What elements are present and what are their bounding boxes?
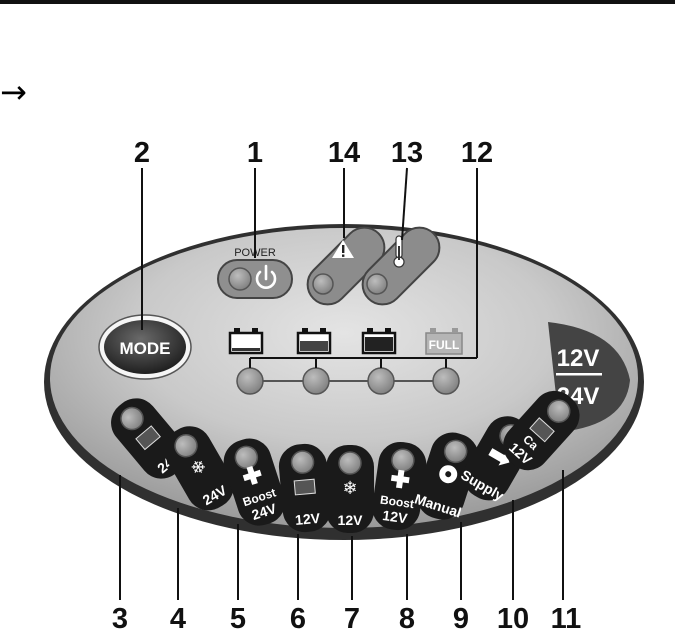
charge-led-3	[367, 367, 395, 395]
callout-lines	[119, 167, 564, 600]
callout-number: 11	[551, 603, 582, 634]
fan-icon	[439, 465, 458, 484]
callout-number: 4	[170, 603, 186, 634]
charge-led-full	[432, 367, 460, 395]
arrow-icon	[488, 448, 510, 466]
mode-segment-label-top: Boost	[379, 493, 415, 512]
mode-led-5	[338, 451, 362, 475]
voltage-top-label: 12V	[557, 345, 600, 372]
charge-led-1	[236, 367, 264, 395]
mode-segment-4: 12V	[278, 443, 331, 533]
warning-indicator	[306, 226, 386, 306]
snowflake-icon: ❄	[342, 478, 357, 499]
charge-battery-1-icon	[228, 328, 264, 355]
callout-number: 6	[290, 603, 306, 634]
callout-number: 14	[328, 137, 360, 169]
callout-number: 7	[344, 603, 360, 634]
calcium-battery-icon	[529, 417, 555, 443]
temperature-indicator	[361, 226, 441, 306]
mode-led-7	[443, 439, 468, 464]
callout-number: 1	[247, 137, 263, 169]
mode-button[interactable]: MODE	[98, 314, 192, 380]
callout-number: 10	[497, 603, 529, 634]
battery-icon	[135, 425, 161, 451]
mode-segment-7: Manual	[413, 432, 479, 521]
mode-led-1	[120, 406, 144, 431]
callout-number: 5	[230, 603, 246, 634]
mode-segment-2: ❄24V	[164, 426, 234, 511]
mode-led-4	[290, 450, 315, 474]
mode-led-9	[546, 399, 571, 423]
plus-icon	[242, 465, 262, 485]
full-battery-icon: FULL	[425, 328, 463, 355]
power-icon	[255, 264, 277, 289]
callout-number: 12	[461, 137, 493, 169]
top-rule	[0, 0, 675, 4]
full-label: FULL	[429, 338, 460, 352]
charge-led-2	[302, 367, 330, 395]
arrow-icon: →	[0, 73, 27, 111]
callout-numbers: 2 1 14 13 12 3 4 5 6 7 8 9 10 11	[112, 137, 581, 634]
mode-segments: 24V❄24VBoost24V12V❄12VBoost12VManualSupp…	[111, 390, 580, 533]
warning-icon	[332, 240, 354, 258]
callout-number: 9	[453, 603, 469, 634]
thermometer-icon	[393, 235, 405, 268]
mode-segment-label: 12V	[294, 510, 321, 528]
power-button[interactable]	[217, 259, 293, 299]
charge-battery-2-icon	[296, 328, 332, 355]
plus-icon	[390, 469, 410, 489]
battery-icon	[293, 478, 316, 496]
mode-segment-5: ❄ 12V	[326, 445, 374, 533]
mode-segment-label: 12V	[382, 507, 410, 526]
mode-led-2	[174, 434, 198, 458]
power-led	[228, 267, 252, 291]
svg-text:❄: ❄	[342, 478, 357, 499]
mode-label: MODE	[120, 339, 171, 358]
charge-battery-3-icon	[361, 328, 397, 355]
callout-number: 2	[134, 137, 150, 169]
callout-number: 8	[399, 603, 415, 634]
callout-number: 13	[391, 137, 423, 169]
mode-segment-label: 12V	[338, 512, 364, 528]
callout-number: 3	[112, 603, 128, 634]
mode-segment-label: 24V	[250, 500, 279, 523]
